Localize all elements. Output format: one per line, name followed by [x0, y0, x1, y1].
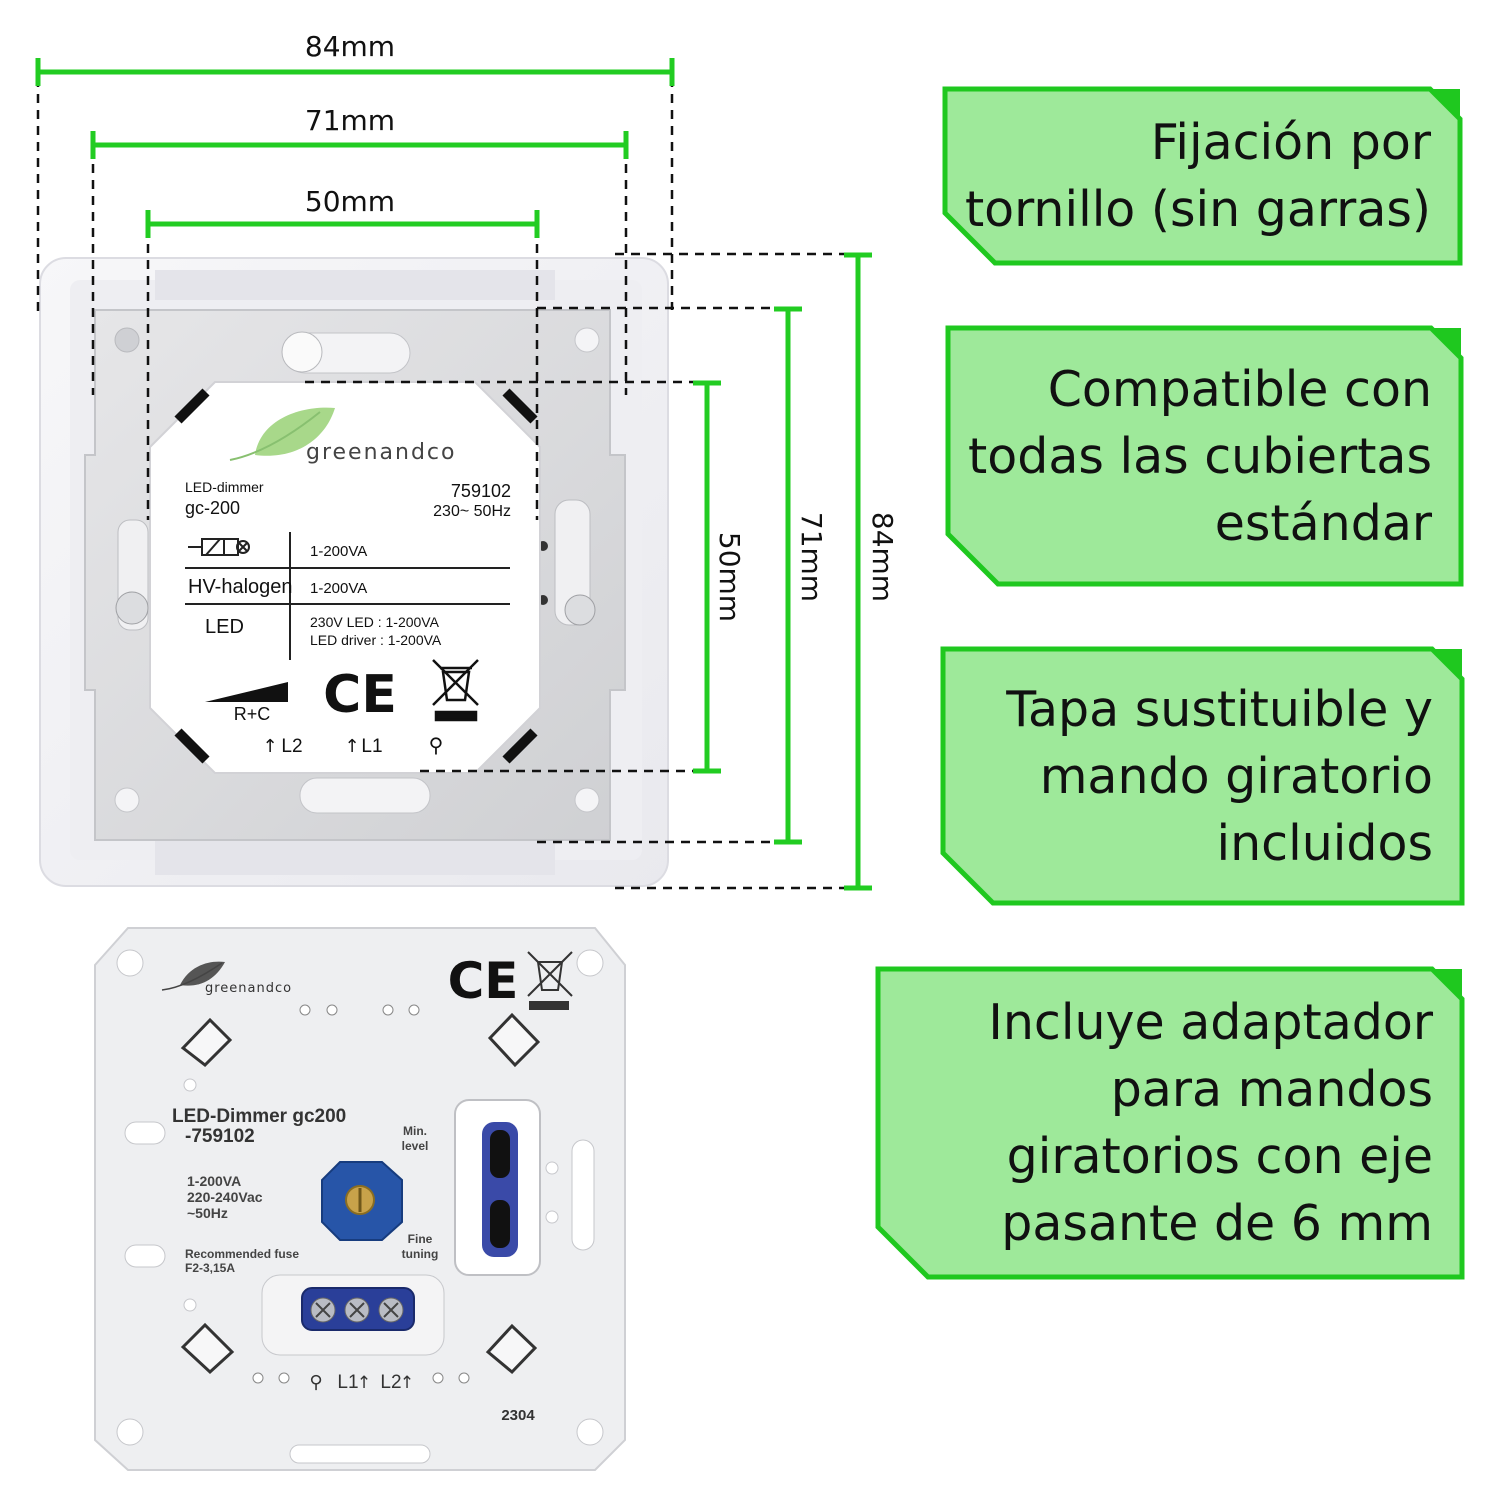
- front-rating: 230~ 50Hz: [433, 503, 511, 520]
- feature-text-adapter: Incluye adaptador para mandos giratorios…: [988, 994, 1433, 1252]
- feature-card-adapter: Incluye adaptador para mandos giratorios…: [875, 966, 1465, 1280]
- back-terminal-l1: L1: [337, 1372, 358, 1393]
- back-spec-3: ~50Hz: [187, 1205, 228, 1221]
- min-level-potentiometer-icon: [321, 1161, 403, 1241]
- back-spec-1: 1-200VA: [187, 1173, 241, 1189]
- feature-card-bg: [940, 646, 1465, 906]
- dim-width-outer: 84mm: [305, 30, 395, 63]
- feature-card-bg: [875, 966, 1465, 1280]
- back-fuse-title: Recommended fuse: [185, 1247, 299, 1261]
- transformer-icon: [188, 538, 250, 556]
- back-terminal-l2: L2: [380, 1372, 401, 1393]
- dimmer-module-back: greenandco CE LED-Dimmer gc200 -759102 1…: [94, 927, 626, 1471]
- back-fine-label2: tuning: [402, 1247, 439, 1261]
- dim-height-inner: 50mm: [713, 532, 746, 622]
- front-ramp-label: R+C: [234, 704, 271, 724]
- front-terminal-l1-arrow: ↑: [344, 736, 359, 757]
- back-fine-label: Fine: [408, 1232, 433, 1246]
- back-ce-mark: CE: [448, 952, 519, 1010]
- dim-width-inner: 50mm: [305, 185, 395, 218]
- back-weee-bin-icon: [527, 951, 573, 1010]
- front-row3-value2: LED driver : 1-200VA: [310, 632, 442, 648]
- leaf-logo-icon: [229, 407, 335, 461]
- feature-card-bg: [945, 325, 1464, 587]
- front-article-number: 759102: [451, 481, 511, 501]
- feature-card-screw-mount: Fijación por tornillo (sin garras): [942, 86, 1463, 266]
- front-brand: greenandco: [306, 440, 457, 465]
- front-model: gc-200: [185, 498, 240, 518]
- back-min-label: Min.: [403, 1124, 427, 1138]
- front-terminal-l2-arrow: ↑: [262, 736, 277, 757]
- front-terminal-l2: L2: [281, 736, 302, 757]
- back-title: LED-Dimmer gc200: [172, 1106, 346, 1127]
- back-brand: greenandco: [205, 981, 292, 996]
- front-row2-label: HV-halogen: [188, 576, 293, 598]
- back-terminal-l1-arrow: ↑: [357, 1373, 371, 1393]
- back-article: -759102: [185, 1126, 255, 1147]
- feature-card-bg: [942, 86, 1463, 266]
- dim-height-middle: 71mm: [795, 512, 828, 602]
- dimmer-ramp-icon: [205, 682, 288, 702]
- feature-card-replaceable-cover: Tapa sustituible y mando giratorio inclu…: [940, 646, 1465, 906]
- weee-bin-icon: [432, 659, 479, 722]
- front-lamp-symbol-icon: ⚲: [429, 733, 444, 757]
- front-terminal-l1: L1: [361, 736, 382, 757]
- feature-card-compatible-covers: Compatible con todas las cubiertas están…: [945, 325, 1464, 587]
- dimension-guides: [36, 78, 858, 890]
- back-spec-2: 220-240Vac: [187, 1189, 263, 1205]
- feature-text-compatible-covers: Compatible con todas las cubiertas están…: [968, 360, 1432, 552]
- feature-text-replaceable-cover: Tapa sustituible y mando giratorio inclu…: [1006, 680, 1433, 872]
- dimension-bars: [35, 58, 872, 891]
- feature-text-screw-mount: Fijación por tornillo (sin garras): [964, 114, 1431, 238]
- back-terminal-l2-arrow: ↑: [400, 1373, 414, 1393]
- dim-height-outer: 84mm: [866, 512, 899, 602]
- dimmer-module-front: greenandco LED-dimmer gc-200 759102 230~…: [149, 381, 541, 774]
- front-row2-value: 1-200VA: [310, 580, 367, 597]
- shaft-housing: [454, 1099, 541, 1276]
- front-row3-value: 230V LED : 1-200VA: [310, 614, 440, 630]
- front-row1-value: 1-200VA: [310, 543, 367, 560]
- front-product-type: LED-dimmer: [185, 479, 264, 495]
- terminal-block: [261, 1274, 445, 1356]
- back-fuse-value: F2-3,15A: [185, 1261, 235, 1275]
- back-leaf-logo-icon: [161, 961, 225, 991]
- front-row3-label: LED: [205, 616, 244, 638]
- back-batch: 2304: [501, 1407, 535, 1424]
- back-lamp-symbol-icon: ⚲: [309, 1372, 322, 1393]
- dim-width-middle: 71mm: [305, 104, 395, 137]
- back-min-label2: level: [402, 1139, 429, 1153]
- front-ce-mark: CE: [323, 665, 397, 725]
